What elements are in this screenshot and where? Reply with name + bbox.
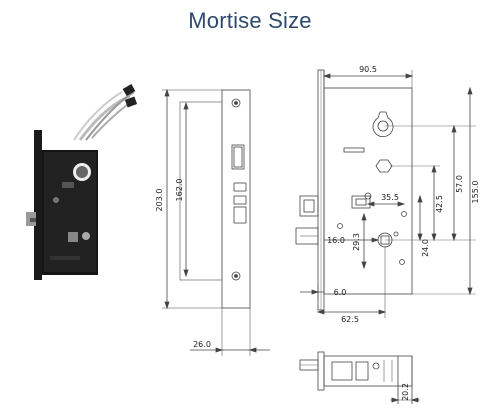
dim-body-width: 90.5 <box>359 65 377 74</box>
dim-293: 29.3 <box>352 233 361 251</box>
screw-hole-top <box>231 98 241 108</box>
side-view <box>295 69 476 318</box>
dim-57: 57.0 <box>455 175 464 193</box>
dim-202: 20.2 <box>401 383 410 401</box>
dim-160: 16.0 <box>327 236 345 245</box>
dim-60: 6.0 <box>334 288 347 297</box>
front-view <box>162 88 270 356</box>
bottom-view <box>299 351 420 404</box>
dim-355: 35.5 <box>381 193 399 202</box>
dim-625: 62.5 <box>341 315 359 324</box>
page-title: Mortise Size <box>188 8 312 33</box>
dim-240: 24.0 <box>421 239 430 257</box>
dim-425: 42.5 <box>435 195 444 213</box>
lock-photo <box>26 84 138 280</box>
screw-hole-bottom <box>231 271 241 281</box>
dim-155: 155.0 <box>471 181 480 204</box>
dim-hole-spacing: 162.0 <box>175 179 184 202</box>
dim-faceplate-width: 26.0 <box>193 340 211 349</box>
dim-total-height: 203.0 <box>155 189 164 212</box>
